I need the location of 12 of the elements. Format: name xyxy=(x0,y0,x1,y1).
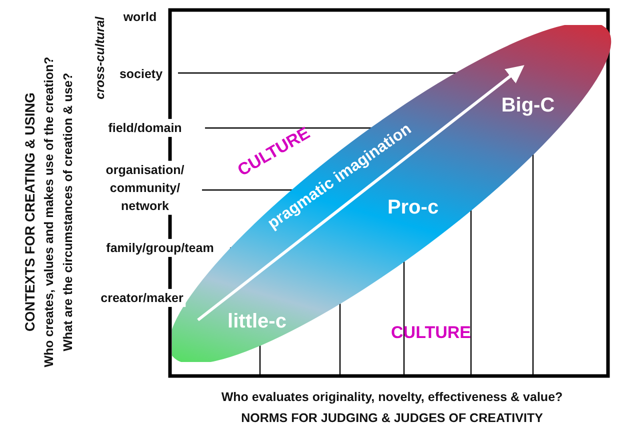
ellipse-label: little-c xyxy=(228,310,286,334)
axis-label: creator/maker xyxy=(98,288,186,308)
axis-title: CONTEXTS FOR CREATING & USING xyxy=(22,92,38,332)
ellipse-label: Pro-c xyxy=(387,196,439,220)
axis-question: Who creates, values and makes use of the creation? xyxy=(42,56,56,368)
ellipse-label: Big-C xyxy=(501,94,555,118)
axis-label: field/domain xyxy=(106,118,184,138)
axis-title: NORMS FOR JUDGING & JUDGES OF CREATIVITY xyxy=(241,411,543,425)
axis-title: Who evaluates originality, novelty, effectiveness & value? xyxy=(221,390,563,404)
axis-label: cross-cultural xyxy=(93,16,107,100)
axis-question: What are the circumstances of creation & use? xyxy=(61,72,75,352)
axis-label: family/group/team xyxy=(104,238,216,258)
